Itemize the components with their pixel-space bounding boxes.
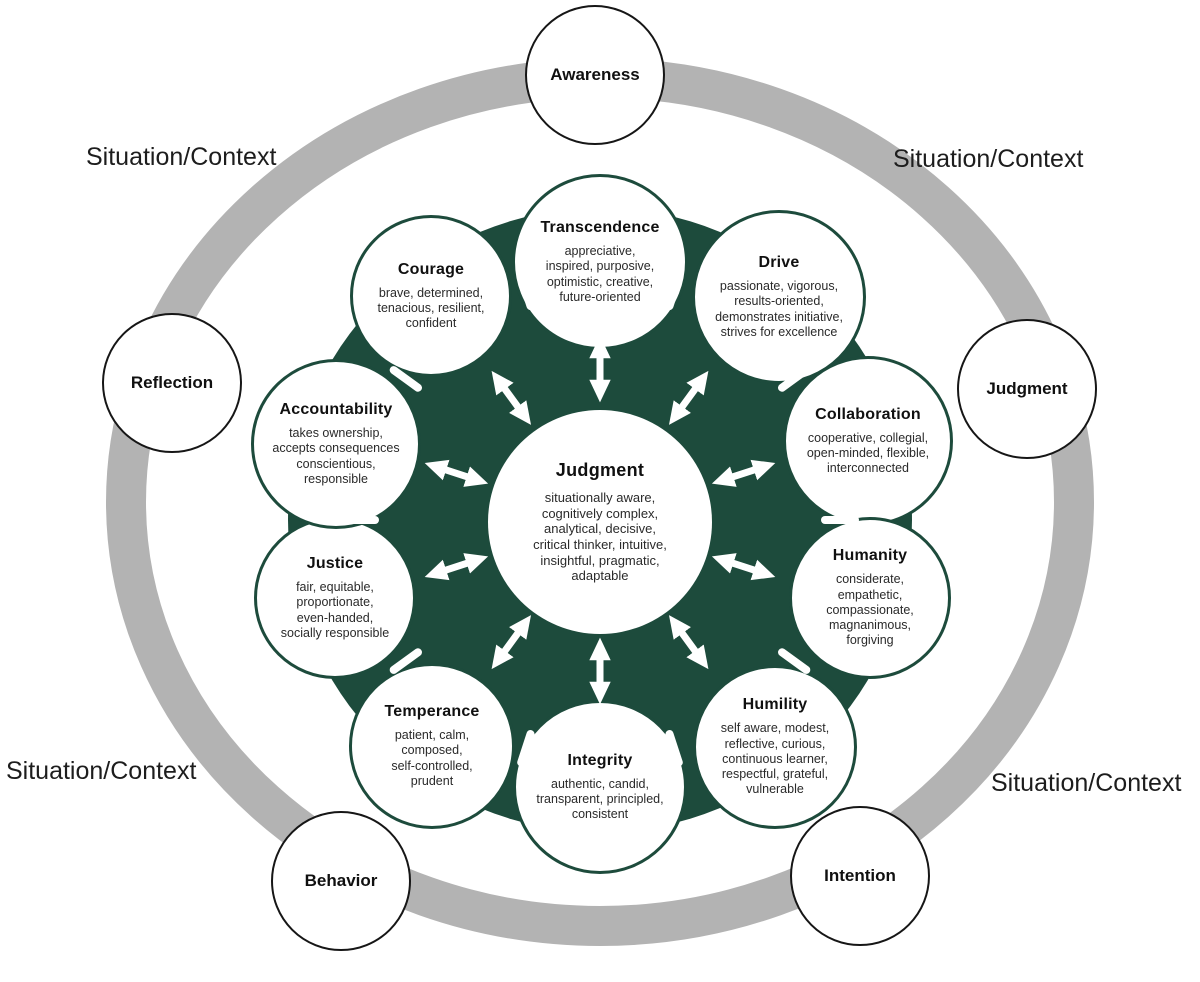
situation-context-label-top-left: Situation/Context bbox=[86, 143, 277, 171]
situation-context-label-bottom-right: Situation/Context bbox=[991, 769, 1182, 797]
virtue-circle-integrity: Integrity authentic, candid, transparent… bbox=[513, 700, 687, 874]
virtue-title: Collaboration bbox=[815, 405, 921, 423]
virtue-circle-humility: Humility self aware, modest, reflective,… bbox=[693, 665, 857, 829]
ring-node-reflection: Reflection bbox=[102, 313, 242, 453]
virtue-circle-justice: Justice fair, equitable, proportionate, … bbox=[254, 517, 416, 679]
virtue-circle-collaboration: Collaboration cooperative, collegial, op… bbox=[783, 356, 953, 526]
virtue-title: Courage bbox=[397, 260, 465, 278]
virtue-title: Temperance bbox=[384, 703, 480, 720]
virtue-circle-transcendence: Transcendence appreciative, inspired, pu… bbox=[512, 174, 688, 350]
virtue-traits: takes ownership, accepts consequences co… bbox=[272, 426, 400, 486]
center-traits: situationally aware, cognitively complex… bbox=[533, 490, 667, 584]
ring-node-label: Intention bbox=[824, 866, 896, 885]
virtue-traits: cooperative, collegial, open-minded, fle… bbox=[806, 430, 930, 476]
virtue-traits: appreciative, inspired, purposive, optim… bbox=[545, 244, 655, 304]
virtue-circle-drive: Drive passionate, vigorous, results-orie… bbox=[692, 210, 866, 384]
double-arrow-icon bbox=[424, 459, 489, 487]
double-arrow-icon bbox=[491, 615, 532, 670]
virtue-title: Justice bbox=[306, 555, 364, 572]
virtue-title: Drive bbox=[758, 254, 800, 271]
ring-node-awareness: Awareness bbox=[525, 5, 665, 145]
virtue-traits: patient, calm, composed, self-controlled… bbox=[391, 728, 473, 788]
virtue-circle-humanity: Humanity considerate, empathetic, compas… bbox=[789, 517, 951, 679]
virtue-circle-accountability: Accountability takes ownership, accepts … bbox=[251, 359, 421, 529]
virtue-title: Integrity bbox=[567, 751, 633, 769]
ring-node-label: Judgment bbox=[986, 379, 1068, 398]
virtue-traits: authentic, candid, transparent, principl… bbox=[536, 776, 664, 822]
virtue-title: Humility bbox=[742, 696, 808, 714]
double-arrow-icon bbox=[668, 615, 709, 670]
ring-node-behavior: Behavior bbox=[271, 811, 411, 951]
center-judgment-circle: Judgment situationally aware, cognitivel… bbox=[488, 410, 712, 634]
center-title: Judgment bbox=[555, 460, 645, 481]
ring-node-label: Reflection bbox=[130, 373, 214, 392]
virtue-circle-courage: Courage brave, determined, tenacious, re… bbox=[350, 215, 512, 377]
ring-node-label: Behavior bbox=[304, 871, 378, 890]
virtue-traits: self aware, modest, reflective, curious,… bbox=[720, 721, 830, 797]
double-arrow-icon bbox=[424, 553, 489, 581]
virtue-traits: fair, equitable, proportionate, even-han… bbox=[280, 580, 390, 640]
situation-context-label-bottom-left: Situation/Context bbox=[6, 757, 197, 785]
double-arrow-icon bbox=[491, 370, 532, 425]
ring-node-intention: Intention bbox=[790, 806, 930, 946]
virtue-traits: considerate, empathetic, compassionate, … bbox=[826, 572, 914, 648]
virtue-traits: passionate, vigorous, results-oriented, … bbox=[715, 279, 843, 339]
double-arrow-icon bbox=[711, 459, 776, 487]
virtue-title: Accountability bbox=[279, 401, 393, 418]
ring-node-label: Awareness bbox=[550, 65, 640, 84]
virtue-title: Transcendence bbox=[540, 219, 660, 236]
situation-context-label-top-right: Situation/Context bbox=[893, 145, 1084, 173]
ring-node-judgment: Judgment bbox=[957, 319, 1097, 459]
double-arrow-icon bbox=[711, 553, 776, 581]
double-arrow-icon bbox=[668, 370, 709, 425]
virtue-title: Humanity bbox=[832, 547, 908, 565]
virtue-circle-temperance: Temperance patient, calm, composed, self… bbox=[349, 663, 515, 829]
virtue-traits: brave, determined, tenacious, resilient,… bbox=[377, 285, 485, 331]
